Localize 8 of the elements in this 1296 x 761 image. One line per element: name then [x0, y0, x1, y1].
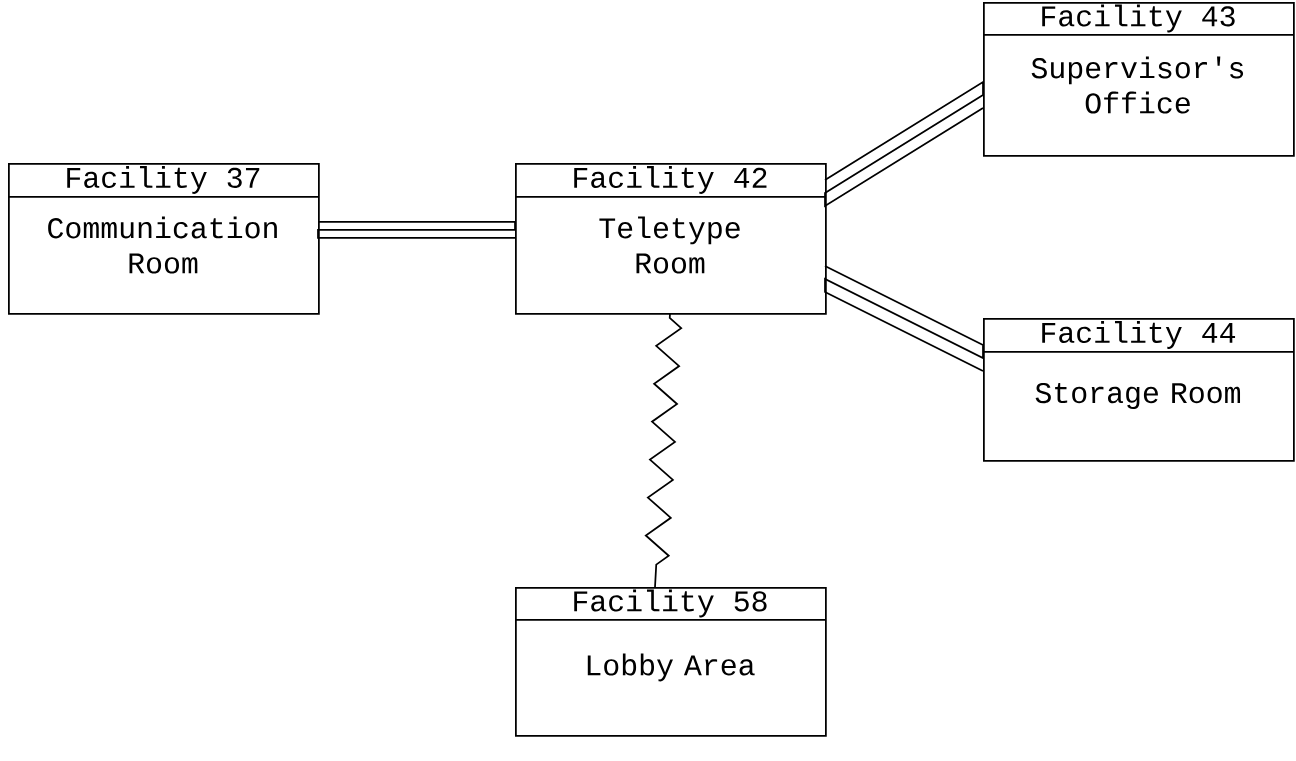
triple-line: [824, 265, 984, 372]
triple-line: [317, 221, 516, 239]
facility-box: Facility 37 Communication Room: [7, 163, 320, 315]
zigzag-line: [644, 312, 683, 588]
facility-box: Facility 58 Lobby Area: [514, 587, 827, 737]
facility-box: Facility 42 Teletype Room: [514, 163, 827, 315]
facility-box: Facility 44 Storage Room: [982, 318, 1295, 462]
facility-box: Facility 43 Supervisor's Office: [982, 2, 1295, 157]
